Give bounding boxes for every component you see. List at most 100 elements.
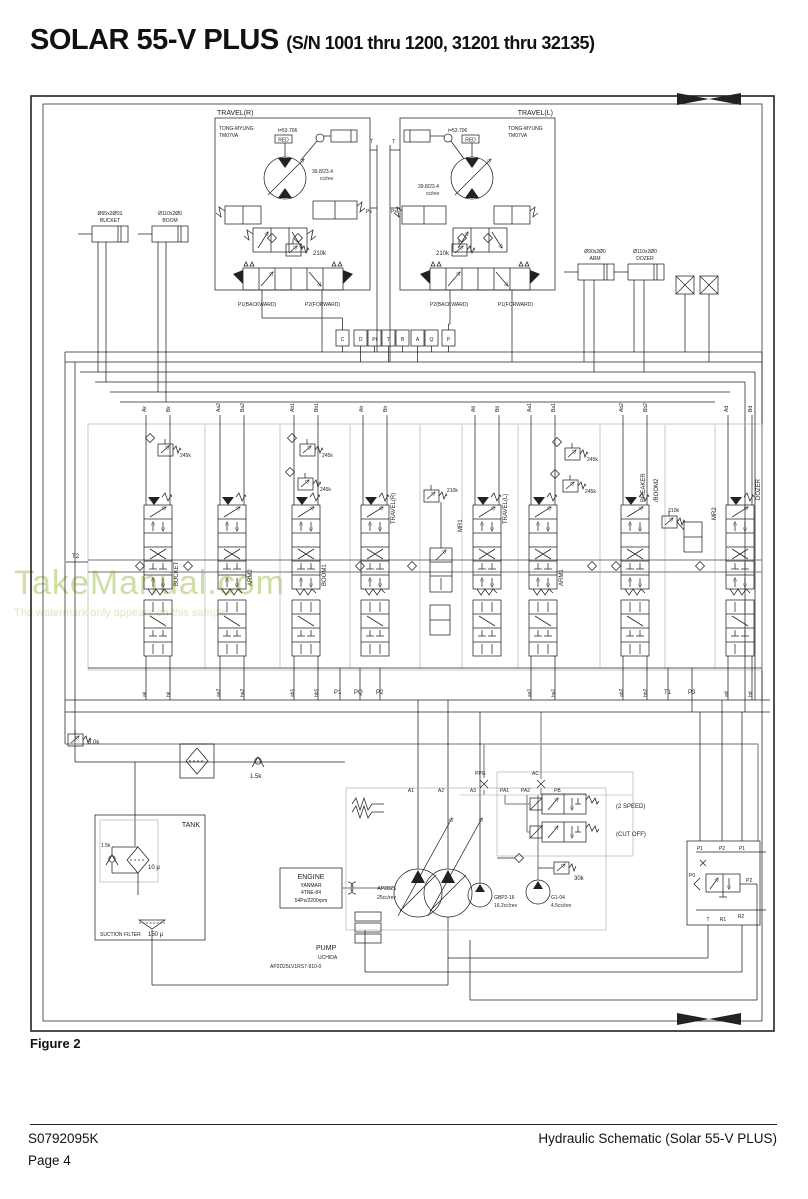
- port-label: T: [392, 139, 395, 145]
- two-speed-label: (2 SPEED): [616, 804, 645, 810]
- shuttle-valve-icon: [514, 853, 524, 863]
- port-label: T: [706, 917, 709, 923]
- travel-right-model: TM07VA: [219, 133, 239, 139]
- document-code: S0792095K: [28, 1131, 99, 1146]
- arm2-spool-icon: [218, 493, 246, 595]
- port-label: Ba1: [551, 403, 557, 412]
- port-label: P1: [697, 846, 703, 852]
- section-label: BUCKET: [174, 561, 180, 586]
- travel-right-title: TRAVEL(R): [217, 110, 253, 117]
- port-label: Bb2: [643, 403, 649, 412]
- connector-letter: A: [416, 337, 420, 343]
- arm-cylinder-dim: Ø90x2Ø0: [584, 249, 606, 255]
- port-label: Ab2: [619, 403, 625, 412]
- hydraulic-line-network: [64, 242, 763, 1001]
- boom-cylinder: Ø110x2Ø0 BOOM: [137, 211, 189, 243]
- bucket-spool-icon: [144, 493, 172, 595]
- section-label: DOZER: [756, 478, 762, 500]
- pilot-pump-name: G1-04: [551, 895, 565, 901]
- left-aux-components: 3.0k 1.5k: [68, 729, 265, 780]
- travel-right-disp-unit: cc/rev: [320, 176, 334, 182]
- relief-value: 3.0k: [88, 740, 100, 746]
- dozer-cylinder-label: DOZER: [636, 256, 654, 262]
- port-label: P2: [719, 846, 725, 852]
- port-label: R2: [738, 914, 745, 920]
- pilot-connector-row: C D Pi T B A Q P: [335, 329, 456, 347]
- check-valve-icon: [145, 433, 155, 443]
- filter-icon: [185, 747, 209, 775]
- suction-filter-label: SUCTION FILTER: [100, 932, 141, 938]
- suction-strainer-icon: [138, 919, 166, 930]
- travel-right-maker: TONG-MYUNG: [219, 126, 254, 132]
- port-label: ab2: [619, 688, 625, 697]
- port-label: ab1: [290, 688, 296, 697]
- section-label: MR2: [712, 507, 718, 520]
- gear-pump-name: GBP2-16: [494, 895, 515, 901]
- port-label: Ad: [724, 406, 730, 412]
- cylinder-icon: [77, 225, 129, 243]
- mr1-valve: 210k MR1: [424, 485, 464, 636]
- pump-group: AP2D25 25cc/rev GBP2-16 16.2cc/rev G1-04…: [270, 787, 607, 970]
- travel-left-model: TM07VA: [508, 133, 528, 139]
- bucket-cylinder-dim: Ø65x2Ø5S: [98, 211, 123, 217]
- breaker-boom2-spool-icon: [620, 599, 650, 657]
- cylinder-icon: [137, 225, 189, 243]
- port-label: bd: [748, 691, 754, 697]
- travel-right-relief-value: 210k: [313, 251, 327, 257]
- port-label: Btr: [383, 405, 389, 412]
- port-label: aa2: [216, 688, 222, 697]
- check-valve-icon: [135, 561, 145, 571]
- tank-title: TANK: [182, 822, 200, 829]
- port-label: A2: [438, 788, 444, 794]
- tank-block: TANK 1.5k 10 μ SUCTION FILTER 150 μ: [94, 814, 206, 941]
- port-label-pb: PB: [554, 788, 561, 794]
- port-label: ba1: [551, 688, 557, 697]
- port-label: A1: [408, 788, 414, 794]
- port-label: Aa1: [527, 403, 533, 412]
- travel-right-ratio: i=53.706: [278, 128, 298, 134]
- section-label: BOOM1: [322, 564, 328, 586]
- boom-cylinder-label: BOOM: [162, 218, 177, 224]
- travel-right-block: TRAVEL(R) TONG-MYUNG TM07VA i=53.706 RED…: [214, 110, 371, 308]
- check-valve-icon: [611, 561, 621, 571]
- pump-title: PUMP: [316, 945, 337, 952]
- relief-valve-icon: [158, 439, 181, 456]
- travel-right-spool: [233, 261, 353, 291]
- engine-block: ENGINE YANMAR 4TNE-84 54Ps/2200rpm: [279, 867, 392, 909]
- breaker-coupler-icon: [699, 275, 719, 295]
- relief-valve-icon: [563, 475, 586, 492]
- port-label: Aa2: [216, 403, 222, 412]
- port-label: Btl: [495, 406, 501, 412]
- travel-right-spool-icon: [361, 493, 389, 595]
- relief-valve-icon: [565, 443, 588, 460]
- port-label: bb2: [643, 688, 649, 697]
- arm-cylinder-label: ARM: [589, 256, 600, 262]
- main-pump-disp: 25cc/rev: [377, 895, 396, 901]
- dozer-spool-icon: [726, 493, 754, 595]
- check-valve-icon: [552, 437, 562, 447]
- engine-rating: 54Ps/2200rpm: [295, 898, 328, 904]
- travel-right-spool-icon: [360, 599, 390, 657]
- check-valve-icon: [587, 561, 597, 571]
- travel-left-title: TRAVEL(L): [518, 110, 553, 117]
- two-speed-solenoid-icon: [530, 794, 599, 814]
- relief-value: 210k: [668, 508, 679, 514]
- arm2-spool-icon: [217, 599, 247, 657]
- check-valve-icon: [267, 233, 277, 243]
- port-label-p0: P0: [689, 873, 695, 879]
- check-valve-icon: [183, 561, 193, 571]
- port-label: Ba2: [240, 403, 246, 412]
- port-label-pa1: PA1: [500, 788, 509, 794]
- travel-right-motor-icon: [264, 157, 306, 199]
- port-label: Ps: [391, 209, 397, 215]
- travel-left-block: TRAVEL(L) TONG-MYUNG TM07VA i=53.706 RED…: [393, 110, 556, 308]
- travel-right-port-forward: P2(FORWARD): [305, 302, 340, 308]
- port-label: Bd: [748, 406, 754, 412]
- check-valve-icon: [483, 233, 493, 243]
- connector-letter: B: [401, 337, 405, 343]
- breaker-boom2-spool-icon: [621, 493, 649, 595]
- page-number: Page 4: [28, 1153, 71, 1168]
- travel-left-motor-icon: [451, 157, 493, 199]
- serial-range: (S/N 1001 thru 1200, 31201 thru 32135): [286, 33, 595, 53]
- port-label: PQ: [354, 690, 363, 696]
